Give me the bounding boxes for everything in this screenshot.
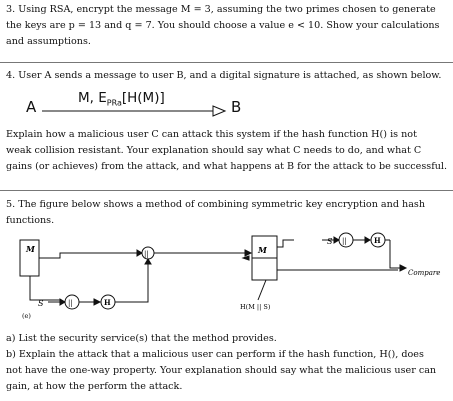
sender-a: A: [26, 98, 37, 116]
q3-line-3: and assumptions.: [6, 36, 91, 47]
q5-part-a: a) List the security service(s) that the…: [6, 333, 277, 344]
receiver-b: B: [231, 98, 242, 116]
q5-part-b-line-3: gain, at how the perform the attack.: [6, 381, 183, 392]
q5-line-1: 5. The figure below shows a method of co…: [6, 199, 426, 210]
compare-label: Compare: [408, 269, 440, 277]
question-5-parts: a) List the security service(s) that the…: [6, 331, 448, 395]
q3-line-1: 3. Using RSA, encrypt the message M = 3,…: [6, 4, 436, 15]
question-3: 3. Using RSA, encrypt the message M = 3,…: [6, 2, 448, 50]
question-5-intro: 5. The figure below shows a method of co…: [6, 197, 448, 229]
message-prefix: M, E: [78, 90, 107, 106]
concat-bottom-symbol: ||: [68, 299, 73, 307]
hash-note: H(M || S): [240, 303, 271, 311]
question-4-body: Explain how a malicious user C can attac…: [6, 127, 448, 175]
q4-line-2: weak collision resistant. Your explanati…: [6, 145, 422, 156]
figure-label: (e): [22, 312, 31, 320]
message-subscript: PRa: [106, 98, 122, 108]
concat-right-symbol: ||: [342, 237, 347, 245]
m-left-label: M: [25, 244, 36, 254]
m-right-label: M: [257, 245, 268, 255]
s-left-label: S: [38, 299, 44, 308]
q4-line-3: gains (or achieves) from the attack, and…: [6, 161, 448, 172]
signed-message: M, EPRa[H(M)]: [78, 90, 165, 108]
s-right-label: S: [327, 237, 333, 246]
q5-line-2: functions.: [6, 215, 55, 226]
q3-line-2: the keys are p = 13 and q = 7. You shoul…: [6, 20, 440, 31]
q5-part-b-line-1: b) Explain the attack that a malicious u…: [6, 349, 424, 360]
divider-1: [0, 62, 453, 63]
hash-bottom-label: H: [104, 298, 111, 307]
q4-line-1: Explain how a malicious user C can attac…: [6, 129, 417, 140]
question-4-intro: 4. User A sends a message to user B, and…: [6, 68, 448, 84]
divider-2: [0, 190, 453, 191]
hash-right-label: H: [374, 236, 381, 245]
message-suffix: [H(M)]: [121, 90, 165, 106]
q5-part-b-line-2: not have the one-way property. Your expl…: [6, 365, 437, 376]
concat-top-symbol: ||: [144, 250, 149, 258]
q4-intro: 4. User A sends a message to user B, and…: [6, 70, 442, 81]
